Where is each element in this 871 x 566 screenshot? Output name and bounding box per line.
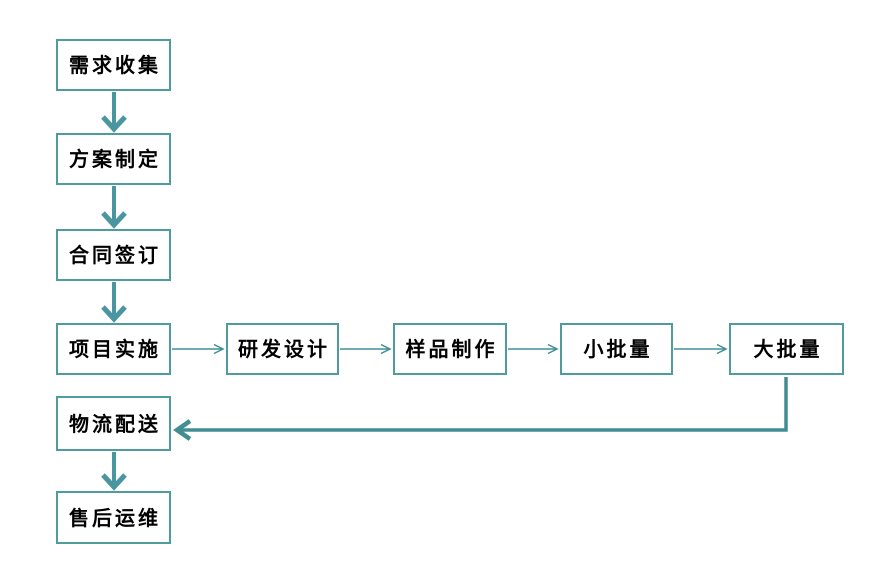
- flow-node-requirements-collection: 需求收集: [56, 39, 171, 91]
- connector-large-batch-to-logistics-delivery: [173, 377, 788, 441]
- flow-node-label: 合同签订: [69, 243, 161, 267]
- flow-node-logistics-delivery: 物流配送: [56, 396, 171, 451]
- flow-node-label: 大批量: [753, 337, 823, 361]
- flow-node-label: 小批量: [583, 337, 653, 361]
- flow-node-label: 研发设计: [238, 337, 330, 361]
- flow-node-plan-formulation: 方案制定: [56, 133, 171, 185]
- flow-node-project-implementation: 项目实施: [56, 323, 171, 375]
- connectors-group: [101, 92, 788, 491]
- flow-node-small-batch: 小批量: [560, 323, 673, 375]
- flow-node-label: 售后运维: [69, 505, 161, 530]
- flow-node-rnd-design: 研发设计: [226, 323, 339, 375]
- flow-node-contract-signing: 合同签订: [56, 229, 171, 281]
- flow-node-after-sales-maintenance: 售后运维: [56, 491, 171, 544]
- flow-node-label: 方案制定: [69, 147, 161, 171]
- flow-node-label: 项目实施: [69, 337, 161, 361]
- flow-node-label: 需求收集: [69, 53, 161, 77]
- flow-node-large-batch: 大批量: [729, 323, 844, 375]
- flow-node-sample-production: 样品制作: [393, 323, 507, 375]
- flow-node-label: 样品制作: [405, 337, 498, 361]
- flow-node-label: 物流配送: [69, 411, 161, 436]
